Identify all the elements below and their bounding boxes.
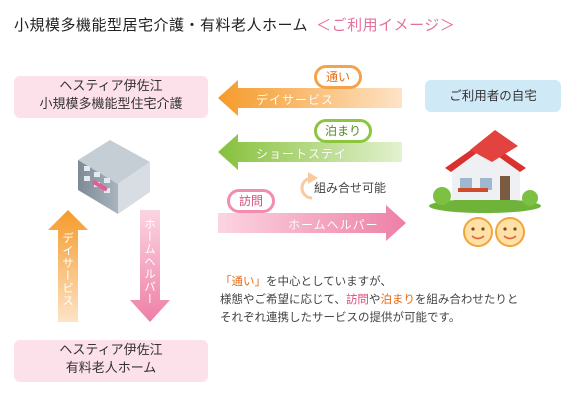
title-main: 小規模多機能型居宅介護・有料老人ホーム (14, 16, 309, 34)
tag-home-visit: 訪問 (227, 189, 275, 213)
facility-top-name: ヘスティア伊佐江 (59, 79, 163, 94)
tag-visit-day: 通い (314, 65, 362, 89)
description-line-2-b: や (368, 292, 381, 306)
description-highlight-houmon: 訪問 (345, 292, 369, 306)
description-line-2: 様態やご希望に応じて、訪問や泊まりを組み合わせたりと (220, 290, 518, 308)
vertical-day-service-label: デイサービス (61, 232, 75, 307)
facility-bottom-name: ヘスティア伊佐江 (59, 343, 163, 358)
home-helper-label: ホームヘルパー (288, 218, 379, 232)
description-line-1: 「通い」を中心としていますが、 (220, 272, 518, 290)
title-sub: ＜ご利用イメージ＞ (316, 16, 456, 34)
vertical-home-helper-label: ホームヘルパー (143, 218, 157, 306)
short-stay-arrow (218, 134, 402, 170)
facility-top-box: ヘスティア伊佐江 小規模多機能型住宅介護 (14, 76, 208, 118)
facility-top-type: 小規模多機能型住宅介護 (39, 97, 183, 112)
description-highlight-kayoi: 「通い」 (220, 274, 266, 288)
page-title: 小規模多機能型居宅介護・有料老人ホーム ＜ご利用イメージ＞ (14, 14, 455, 35)
combination-cycle-icon (300, 172, 318, 200)
description-line-1-text: を中心としていますが、 (266, 274, 392, 288)
facility-bottom-type: 有料老人ホーム (65, 361, 157, 376)
vertical-up-arrow (48, 210, 88, 322)
day-service-arrow (218, 80, 402, 116)
combination-label: 組み合せ可能 (314, 181, 387, 195)
description-line-2-c: を組み合わせたりと (414, 292, 519, 306)
family-faces-icon (463, 217, 525, 247)
house-icon (429, 130, 541, 213)
description-highlight-tomari: 泊まり (380, 292, 415, 306)
facility-bottom-box: ヘスティア伊佐江 有料老人ホーム (14, 340, 208, 382)
tag-overnight: 泊まり (314, 119, 372, 143)
description-line-2-a: 様態やご希望に応じて、 (220, 292, 346, 306)
description-line-3: それぞれ連携したサービスの提供が可能です。 (220, 310, 461, 324)
home-box: ご利用者の自宅 (425, 80, 561, 112)
short-stay-label: ショートステイ (256, 147, 348, 161)
vertical-down-arrow (130, 210, 170, 322)
facility-building-icon (78, 140, 150, 214)
home-helper-arrow (218, 205, 406, 241)
description: 「通い」を中心としていますが、 様態やご希望に応じて、訪問や泊まりを組み合わせた… (220, 272, 518, 326)
day-service-label: デイサービス (256, 93, 335, 107)
